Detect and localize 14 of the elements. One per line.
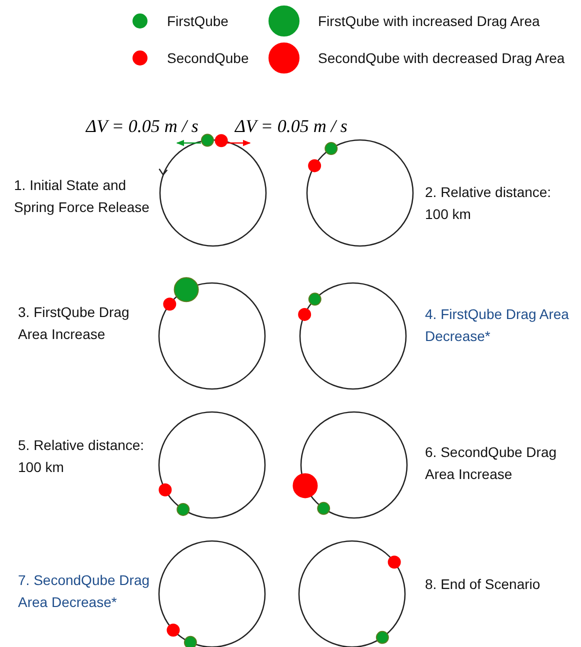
- legend-label: SecondQube: [167, 49, 249, 68]
- delta-v-label: ΔV = 0.05 m / s: [86, 116, 198, 137]
- panel-caption: 6. SecondQube Drag Area Increase: [425, 443, 558, 484]
- panel-caption: 1. Initial State and Spring Force Release: [14, 176, 150, 217]
- legend-label: FirstQube: [167, 12, 228, 31]
- legend-label: FirstQube with increased Drag Area: [318, 12, 540, 31]
- panel-caption: 4. FirstQube Drag Area Decrease*: [425, 305, 570, 346]
- panel-caption: 5. Relative distance: 100 km: [18, 436, 146, 477]
- legend-label: SecondQube with decreased Drag Area: [318, 49, 565, 68]
- panel-caption: 7. SecondQube Drag Area Decrease*: [18, 571, 151, 612]
- panel-caption: 3. FirstQube Drag Area Increase: [18, 303, 130, 344]
- panel-caption: 2. Relative distance: 100 km: [425, 183, 552, 224]
- panel-caption: 8. End of Scenario: [425, 575, 542, 594]
- delta-v-label: ΔV = 0.05 m / s: [235, 116, 348, 137]
